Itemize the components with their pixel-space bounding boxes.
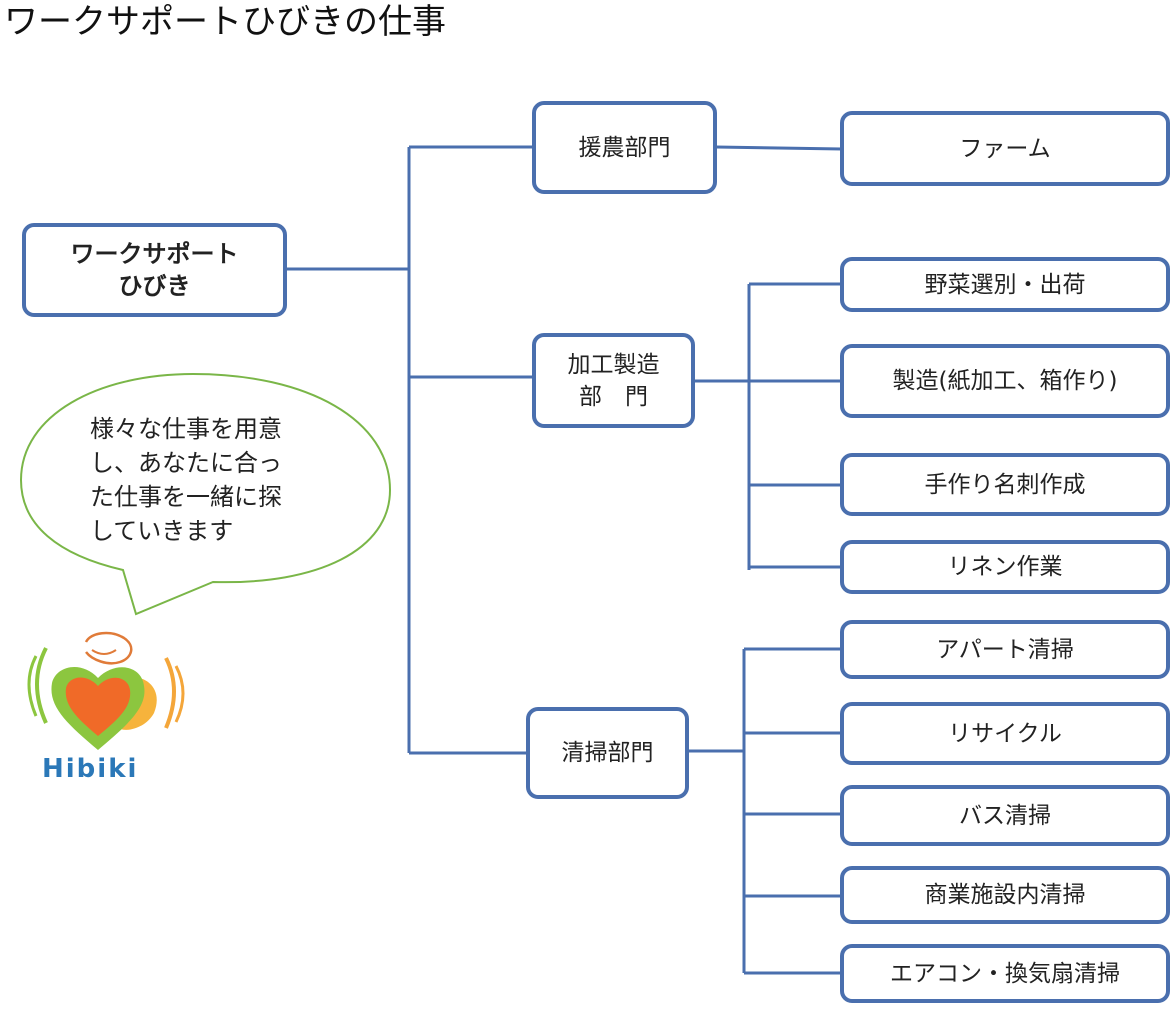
job-apartment-cleaning: アパート清掃: [840, 620, 1170, 679]
job-label: リネン作業: [947, 554, 1063, 580]
logo-text: Hibiki: [42, 754, 139, 784]
job-commercial-cleaning: 商業施設内清掃: [840, 866, 1170, 924]
job-farm: ファーム: [840, 111, 1170, 186]
job-label: 製造(紙加工、箱作り): [892, 368, 1118, 394]
job-label: 野菜選別・出荷: [924, 271, 1086, 298]
department-cleaning: 清掃部門: [526, 707, 689, 799]
department-label: 援農部門: [578, 134, 671, 161]
job-linen: リネン作業: [840, 540, 1170, 594]
speech-bubble-text: 様々な仕事を用意 し、あなたに合っ た仕事を一緒に探 していきます: [90, 415, 282, 545]
job-label: ファーム: [959, 135, 1051, 162]
department-label: 加工製造 部 門: [567, 351, 660, 410]
job-recycle: リサイクル: [840, 702, 1170, 765]
department-processing: 加工製造 部 門: [532, 333, 695, 428]
job-label: 手作り名刺作成: [924, 471, 1086, 498]
root-node: ワークサポート ひびき: [22, 223, 287, 317]
speech-bubble: [19, 372, 392, 616]
job-label: 商業施設内清掃: [924, 882, 1086, 908]
job-label: アパート清掃: [936, 636, 1074, 663]
root-label: ワークサポート ひびき: [70, 240, 239, 300]
page-title: ワークサポートひびきの仕事: [4, 2, 446, 42]
job-bus-cleaning: バス清掃: [840, 785, 1170, 846]
job-vegetable-sorting: 野菜選別・出荷: [840, 257, 1170, 312]
job-aircon-cleaning: エアコン・換気扇清掃: [840, 944, 1170, 1003]
department-agriculture: 援農部門: [532, 101, 717, 194]
job-label: バス清掃: [959, 802, 1051, 829]
job-manufacturing: 製造(紙加工、箱作り): [840, 344, 1170, 418]
job-business-cards: 手作り名刺作成: [840, 453, 1170, 516]
department-label: 清掃部門: [561, 740, 654, 766]
job-label: エアコン・換気扇清掃: [890, 960, 1120, 987]
hibiki-logo: [27, 631, 185, 750]
job-label: リサイクル: [948, 720, 1062, 747]
